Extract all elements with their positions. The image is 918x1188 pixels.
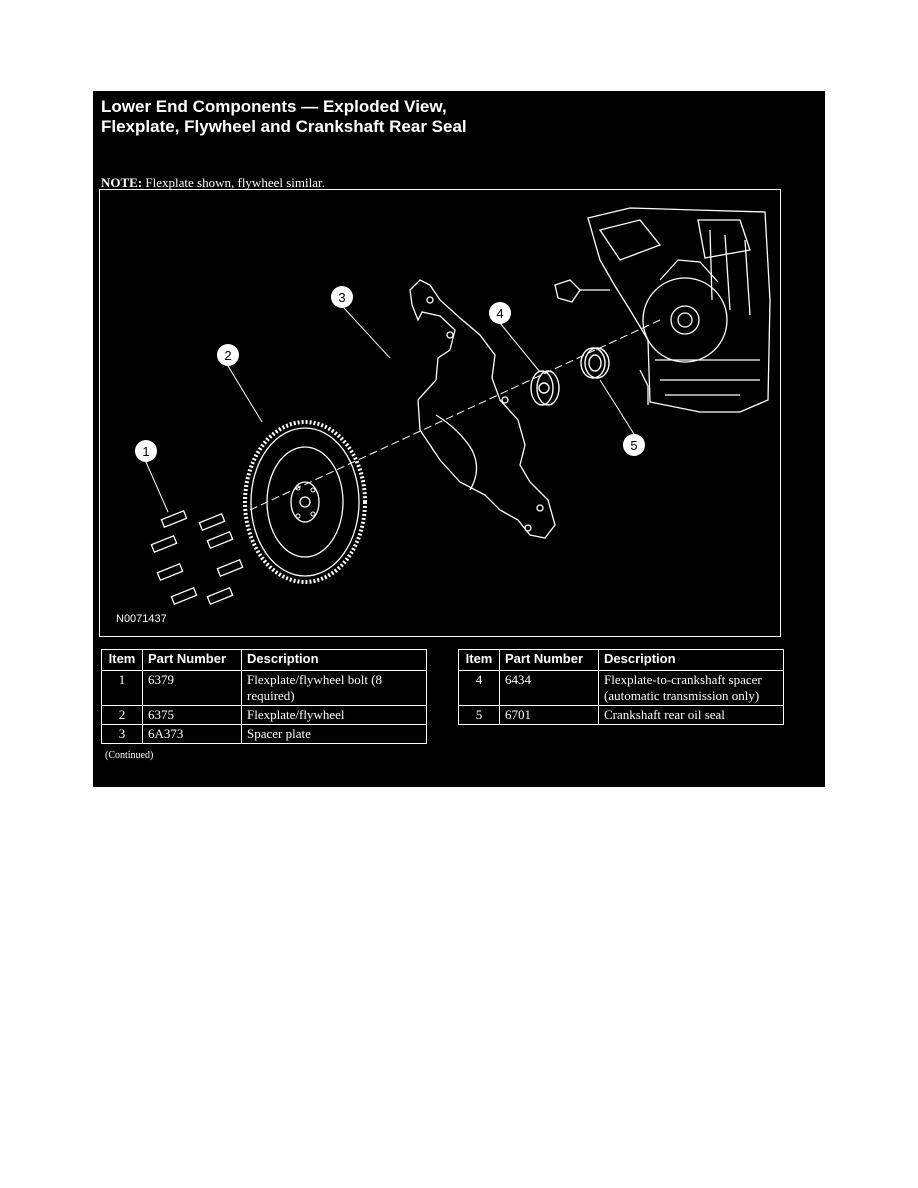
parts-table-right: Item Part Number Description 4 6434 Flex… [458, 649, 784, 725]
cell-part-number: 6375 [142, 705, 242, 725]
cell-item: 1 [101, 670, 143, 706]
cell-part-number: 6A373 [142, 724, 242, 744]
cell-part-number: 6379 [142, 670, 242, 706]
figure-id-code: N0071437 [116, 613, 167, 625]
table-row: 4 6434 Flexplate-to-crankshaft spacer (a… [458, 670, 784, 706]
note-text: Flexplate shown, flywheel similar. [142, 175, 325, 190]
callout-5: 5 [623, 434, 645, 456]
cell-item: 2 [101, 705, 143, 725]
oil-seal-drawing [580, 347, 610, 379]
parts-table-left: Item Part Number Description 1 6379 Flex… [101, 649, 427, 744]
table-row: 1 6379 Flexplate/flywheel bolt (8 requir… [101, 670, 427, 706]
header-item: Item [458, 649, 500, 671]
cell-description: Flexplate/flywheel bolt (8 required) [241, 670, 427, 706]
cell-description: Crankshaft rear oil seal [598, 705, 784, 725]
cell-part-number: 6701 [499, 705, 599, 725]
note-label: NOTE: [101, 175, 143, 190]
callout-2: 2 [217, 344, 239, 366]
header-description: Description [598, 649, 784, 671]
table-row: 5 6701 Crankshaft rear oil seal [458, 705, 784, 725]
callout-3: 3 [331, 286, 353, 308]
continued-label: (Continued) [105, 750, 154, 761]
callout-3-label: 3 [338, 290, 345, 305]
cell-item: 3 [101, 724, 143, 744]
header-description: Description [241, 649, 427, 671]
callout-1-label: 1 [142, 444, 149, 459]
spacer-drawing [530, 370, 560, 406]
cell-item: 5 [458, 705, 500, 725]
cell-part-number: 6434 [499, 670, 599, 706]
callout-1: 1 [135, 440, 157, 462]
exploded-view-illustration: 1 2 3 4 5 N0071437 [116, 207, 771, 625]
page-title: Lower End Components — Exploded View, Fl… [101, 97, 467, 136]
table-row: 2 6375 Flexplate/flywheel [101, 705, 427, 725]
table-header-row: Item Part Number Description [458, 649, 784, 671]
table-header-row: Item Part Number Description [101, 649, 427, 671]
callout-4: 4 [489, 302, 511, 324]
bolts-drawing [150, 509, 244, 606]
header-item: Item [101, 649, 143, 671]
note: NOTE: Flexplate shown, flywheel similar. [101, 175, 325, 191]
cell-description: Flexplate-to-crankshaft spacer (automati… [598, 670, 784, 706]
callout-5-label: 5 [630, 438, 637, 453]
table-row: 3 6A373 Spacer plate [101, 724, 427, 744]
callout-2-label: 2 [224, 348, 231, 363]
document-panel: Lower End Components — Exploded View, Fl… [93, 91, 825, 787]
engine-block-drawing [554, 207, 771, 413]
cell-item: 4 [458, 670, 500, 706]
spacer-plate-drawing [409, 279, 556, 539]
callout-4-label: 4 [496, 306, 503, 321]
exploded-view-figure: 1 2 3 4 5 N0071437 [99, 189, 781, 637]
header-part-number: Part Number [499, 649, 599, 671]
flywheel-drawing [243, 420, 367, 584]
cell-description: Spacer plate [241, 724, 427, 744]
header-part-number: Part Number [142, 649, 242, 671]
cell-description: Flexplate/flywheel [241, 705, 427, 725]
